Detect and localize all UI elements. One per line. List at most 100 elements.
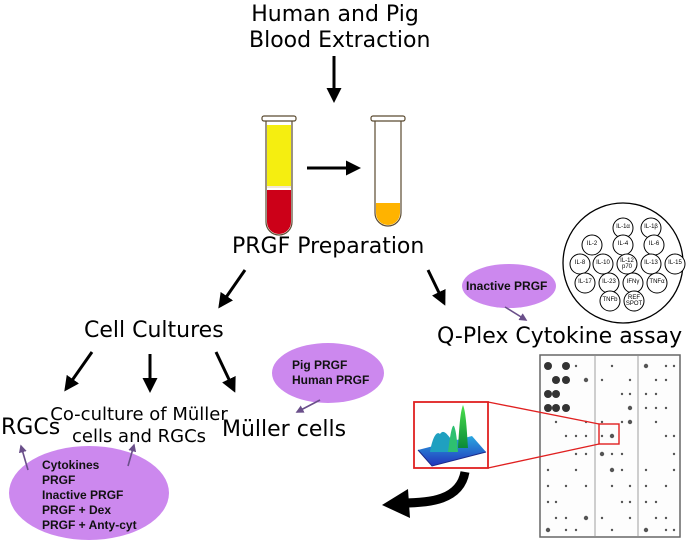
curved-return-arrow [382,470,470,518]
bubble-pig-human-prgf [272,343,384,403]
bubble-pig-prgf: Pig PRGF [292,358,348,372]
membrane-spot [546,484,550,488]
membrane-spot [574,434,578,438]
membrane-spot [672,364,676,368]
prgf-test-tube [370,115,406,227]
treatment-inactive-prgf: Inactive PRGF [42,488,124,502]
label-cell-cultures: Cell Cultures [84,318,224,343]
membrane-spot [562,376,570,384]
array-well [592,253,614,275]
membrane-spot [584,434,588,438]
membrane-spot [564,434,568,438]
membrane-spot [600,434,604,438]
array-well-label: IL-15 [668,260,682,266]
membrane-spot [574,468,578,472]
membrane-spot [564,484,568,488]
array-well-label: IL-12 p70 [620,258,634,270]
treatment-prgf-dex: PRGF + Dex [42,503,112,517]
array-well [599,290,621,312]
membrane-spot [654,420,658,424]
membrane-spot [610,484,614,488]
arrow-to-qplex [426,269,446,306]
array-well-label: IFNγ [626,279,640,285]
membrane-spot [600,378,604,382]
array-well-label: REF SPOT [625,295,643,307]
membrane-spot [554,500,558,504]
membrane-spot [628,484,632,488]
membrane-spot [610,452,614,456]
bubble-inactive-prgf [462,264,556,308]
spot-intensity-3d-plot [413,401,489,469]
array-well-label: IL-17 [578,279,592,285]
membrane-spot [584,452,588,456]
membrane-spot [583,377,589,383]
membrane-spot [546,468,550,472]
arrow-to-cell-cultures [218,269,247,309]
array-well [640,253,662,275]
array-wells [569,217,686,312]
membrane-spot [583,515,589,521]
membrane-spot [644,484,648,488]
array-well-label: TNFα [649,279,665,285]
treatment-prgf: PRGF [42,473,76,487]
cytokine-array-layout [562,202,686,324]
arrow-to-rgcs [64,351,94,392]
membrane-spot [664,378,668,382]
membrane-spot [664,364,668,368]
membrane-spot [628,516,632,520]
membrane-spot [654,516,658,520]
membrane-spot [628,500,632,504]
membrane-spot [546,500,550,504]
membrane-spot [564,528,568,532]
membrane-spot [644,500,648,504]
membrane-spot [672,468,676,472]
membrane-spot [644,392,648,396]
membrane-spot [672,434,676,438]
membrane-frame [539,354,681,538]
membrane-spot [620,500,624,504]
membrane-spot [664,434,668,438]
membrane-spot [574,364,578,368]
bubble-prgf-sources-text: Pig PRGF Human PRGF [292,358,369,388]
flow-arrows [64,56,446,393]
membrane-spot [584,484,588,488]
array-well [623,290,645,312]
array-well-label: IL-10 [596,260,610,266]
membrane-spot [672,452,676,456]
array-well [581,234,603,256]
prgf-fraction [376,203,400,225]
membrane-spot [554,516,558,520]
array-well-label: IL-2 [586,241,598,247]
title-line-1: Human and Pig [251,2,419,27]
array-well-label: TNFb [602,297,618,303]
membrane-spot [610,364,614,368]
membrane-spot [654,500,658,504]
blood-test-tube [261,115,297,236]
membrane-spot [620,392,624,396]
condition-bubbles [9,264,556,540]
membrane-spot [600,420,604,424]
treatment-prgf-anti-cyt: PRGF + Anty-cyt [42,518,137,532]
membrane-spot [600,516,604,520]
membrane-spot [620,420,624,424]
membrane-spot [654,406,658,410]
array-well-label: IL-23 [602,279,616,285]
membrane-spot [643,363,649,369]
array-well-label: IL-1α [616,224,630,230]
array-well [574,272,596,294]
bubble-pointer-arrows [18,306,528,471]
array-well [616,253,638,275]
bubble-inactive-prgf-text: Inactive PRGF [466,279,548,293]
membrane-spot [552,376,560,384]
bubble-human-prgf: Human PRGF [292,373,370,387]
title-blood-extraction: Human and Pig Blood Extraction [249,2,430,54]
membrane-spot [562,362,570,370]
intensity-peak [458,405,468,448]
membrane-spot [654,392,658,396]
membrane-spot [544,404,552,412]
array-well-label: IL-8 [574,260,586,266]
membrane-spot [552,390,560,398]
membrane-spot [564,516,568,520]
